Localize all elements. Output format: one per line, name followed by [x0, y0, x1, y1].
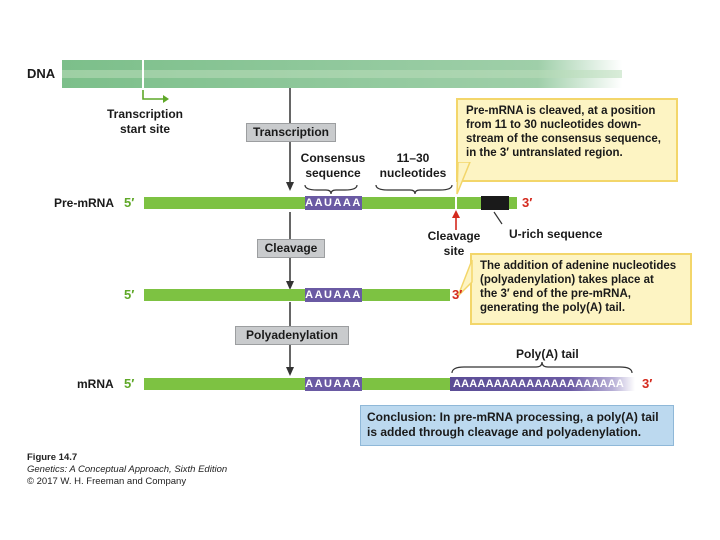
pre-mrna-five-prime: 5′ — [124, 195, 135, 210]
conclusion-line-1: In pre-mRNA processing, a poly(A) tail — [439, 410, 659, 424]
cleavage-note: Pre-mRNA is cleaved, at a position from … — [456, 98, 678, 182]
poly-a-tail: AAAAAAAAAAAAAAAAAAAAA — [450, 377, 635, 391]
u-rich-label: U-rich sequence — [509, 227, 603, 241]
step-cleavage: Cleavage — [257, 239, 325, 258]
cleavage-note-pointer — [456, 162, 471, 195]
consensus-label: Consensus sequence — [300, 151, 366, 180]
u-rich-block — [481, 196, 509, 210]
adenine-note: The addition of adenine nucleotides (pol… — [470, 253, 692, 325]
figure-caption: Figure 14.7 Genetics: A Conceptual Appro… — [27, 452, 228, 487]
cleavage-site-label: Cleavage site — [427, 229, 481, 258]
mrna-bar — [144, 378, 450, 390]
poly-a-bracket — [451, 361, 633, 374]
pre-mrna-label: Pre-mRNA — [54, 196, 115, 210]
pre-mrna-aauaaa: AAUAAA — [305, 196, 362, 210]
conclusion-box: Conclusion: In pre-mRNA processing, a po… — [360, 405, 674, 446]
step-polyadenylation: Polyadenylation — [235, 326, 349, 345]
dna-bar — [62, 58, 622, 90]
transcription-start-label: Transcription start site — [106, 107, 183, 136]
poly-a-tail-label: Poly(A) tail — [516, 347, 579, 361]
pre-mrna-three-prime: 3′ — [522, 195, 533, 210]
cleaved-three-prime: 3′ — [452, 287, 463, 302]
mrna-label: mRNA — [77, 377, 114, 391]
cleavage-markers — [452, 196, 503, 230]
brackets — [304, 184, 453, 195]
mrna-aauaaa: AAUAAA — [305, 377, 362, 391]
cleaved-aauaaa: AAUAAA — [305, 288, 362, 302]
conclusion-line-2: is added through cleavage and polyadenyl… — [367, 425, 642, 439]
step-transcription: Transcription — [246, 123, 336, 142]
adenine-note-pointer — [457, 259, 473, 297]
mrna-three-prime: 3′ — [642, 376, 653, 391]
cleaved-five-prime: 5′ — [124, 287, 135, 302]
transcription-start-arrow — [142, 90, 169, 103]
dna-label: DNA — [27, 66, 56, 81]
nucleotides-label: 11–30 nucleotides — [379, 151, 447, 180]
cleaved-bar — [144, 289, 450, 301]
pre-mrna-bar-end — [509, 197, 517, 209]
mrna-five-prime: 5′ — [124, 376, 135, 391]
conclusion-heading: Conclusion: — [367, 410, 437, 424]
